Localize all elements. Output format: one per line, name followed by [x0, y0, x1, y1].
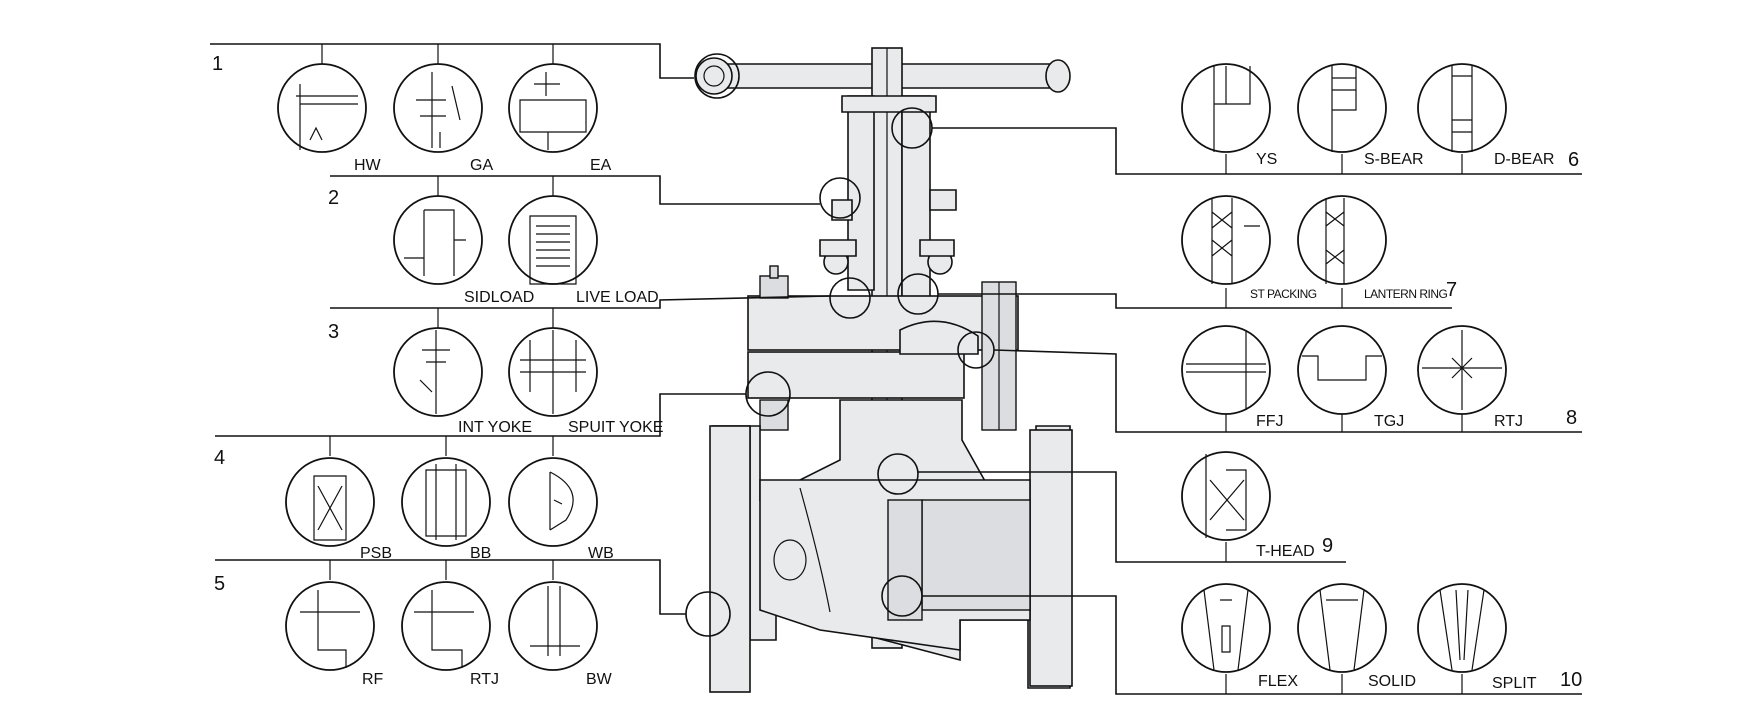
label-flex: FLEX	[1258, 673, 1298, 690]
label-hw: HW	[354, 157, 382, 174]
group-number-10: 10	[1560, 669, 1582, 691]
label-rf: RF	[362, 671, 384, 688]
detail-tgj	[1297, 325, 1387, 415]
label-split: SPLIT	[1492, 675, 1537, 692]
option-labels: HW GA EA SIDLOAD LIVE LOAD INT YOKE SPUI…	[354, 151, 1554, 692]
detail-ys	[1181, 63, 1271, 153]
group-number-8: 8	[1566, 407, 1577, 429]
bonnet	[747, 265, 1019, 431]
label-psb: PSB	[360, 545, 392, 562]
detail-t-head	[1181, 451, 1271, 541]
detail-solid	[1297, 583, 1387, 673]
label-spuit-yoke: SPUIT YOKE	[568, 419, 663, 436]
label-int-yoke: INT YOKE	[458, 419, 532, 436]
detail-sidload	[393, 195, 483, 285]
label-rtj: RTJ	[470, 671, 499, 688]
valve-body	[709, 399, 1073, 693]
label-bb: BB	[470, 545, 491, 562]
detail-wb	[508, 457, 598, 547]
detail-ffj	[1181, 325, 1271, 415]
group-number-4: 4	[214, 447, 225, 469]
label-st-packing: ST PACKING	[1250, 287, 1317, 301]
detail-bw	[508, 581, 598, 671]
detail-psb	[285, 457, 375, 547]
detail-flex	[1181, 583, 1271, 673]
leader-lines	[210, 43, 1582, 695]
group-number-2: 2	[328, 187, 339, 209]
label-lantern-ring: LANTERN RING	[1364, 287, 1448, 301]
detail-rtj	[401, 581, 491, 671]
yoke	[819, 95, 957, 301]
label-rtj-joint: RTJ	[1494, 413, 1523, 430]
group-number-3: 3	[328, 321, 339, 343]
label-live-load: LIVE LOAD	[576, 289, 659, 306]
detail-d-bear	[1417, 63, 1507, 153]
group-number-6: 6	[1568, 149, 1579, 171]
detail-rf	[285, 581, 375, 671]
group-numbers: 1 2 3 4 5 6 7 8 9 10	[212, 53, 1582, 691]
label-tgj: TGJ	[1374, 413, 1404, 430]
detail-live-load	[508, 195, 598, 285]
label-ga: GA	[470, 157, 493, 174]
label-solid: SOLID	[1368, 673, 1416, 690]
detail-ea	[508, 63, 598, 153]
label-ys: YS	[1256, 151, 1277, 168]
group-number-7: 7	[1446, 279, 1457, 301]
detail-circles	[277, 44, 1507, 694]
detail-st-packing	[1181, 195, 1271, 285]
detail-ga	[393, 63, 483, 153]
detail-int-yoke	[393, 327, 483, 417]
label-ffj: FFJ	[1256, 413, 1284, 430]
label-bw: BW	[586, 671, 613, 688]
group-number-1: 1	[212, 53, 223, 75]
detail-bb	[401, 457, 491, 547]
label-s-bear: S-BEAR	[1364, 151, 1424, 168]
label-t-head: T-HEAD	[1256, 543, 1315, 560]
label-wb: WB	[588, 545, 614, 562]
group-number-9: 9	[1322, 535, 1333, 557]
group-number-5: 5	[214, 573, 225, 595]
detail-lantern-ring	[1297, 195, 1387, 285]
label-ea: EA	[590, 157, 612, 174]
detail-s-bear	[1297, 63, 1387, 153]
label-sidload: SIDLOAD	[464, 289, 534, 306]
label-d-bear: D-BEAR	[1494, 151, 1554, 168]
detail-split	[1417, 583, 1507, 673]
gate-valve-drawing	[685, 47, 1073, 693]
